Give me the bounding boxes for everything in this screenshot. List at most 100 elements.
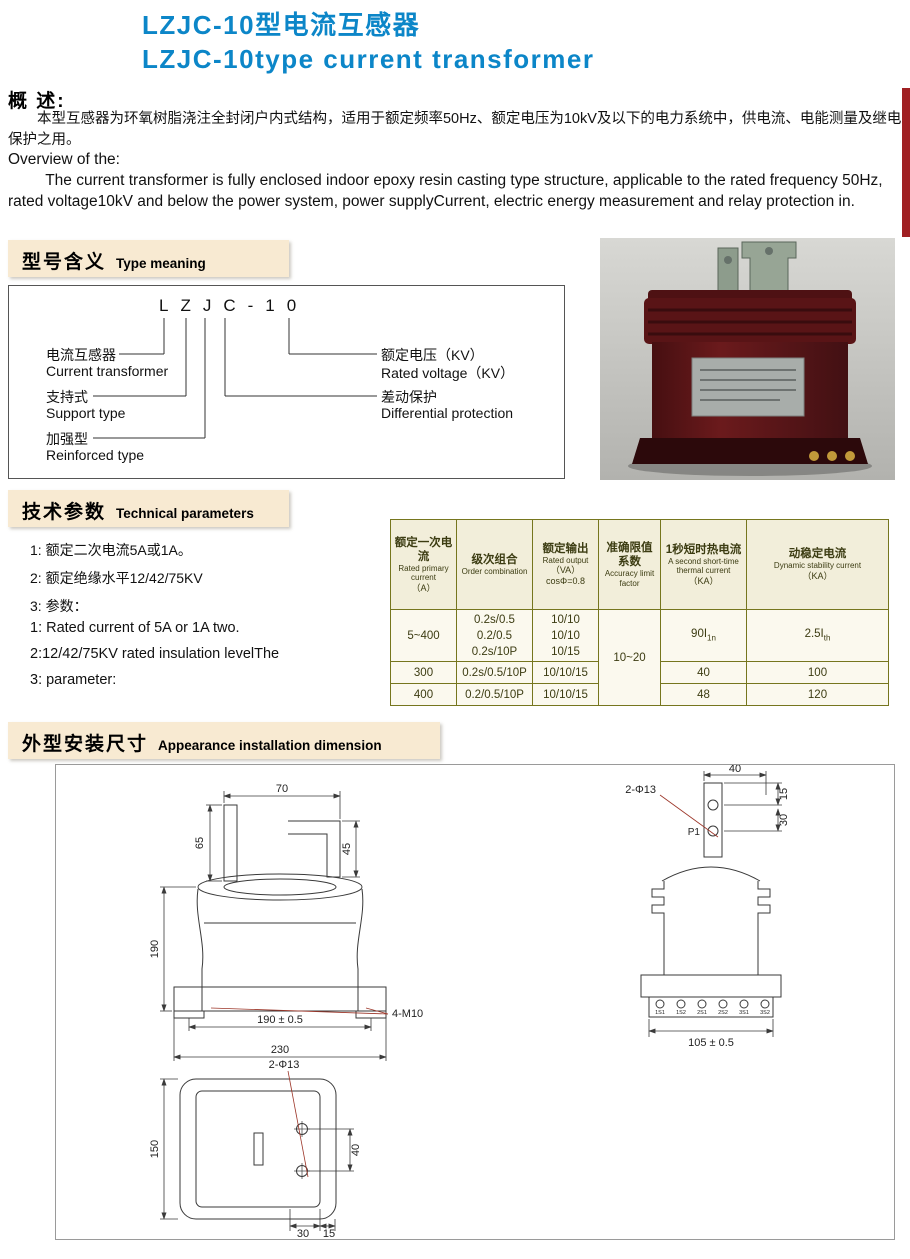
label-rated-voltage-zh: 额定电压（KV） — [381, 347, 484, 363]
terminal-label-1s2: 1S2 — [676, 1010, 686, 1016]
cell-thermal-current: 48 — [660, 683, 747, 706]
page-title: LZJC-10型电流互感器 LZJC-10type current transf… — [142, 8, 595, 76]
overview-body-en: The current transformer is fully enclose… — [8, 172, 883, 210]
cell-order-combinations: 0.2s/0.5 0.2/0.5 0.2s/10P — [456, 609, 533, 662]
note-en-2: 2:12/42/75KV rated insulation levelThe — [30, 646, 280, 662]
terminal-label-3s2: 3S2 — [760, 1010, 770, 1016]
model-designation: LZJC-10 — [159, 296, 309, 315]
note-zh-2: 2: 额定绝缘水平12/42/75KV — [30, 570, 203, 586]
accent-bar — [902, 88, 910, 237]
section-header-technical-parameters: 技术参数 Technical parameters — [8, 490, 289, 527]
cell-primary-current: 5~400 — [390, 609, 457, 662]
product-photo — [600, 238, 895, 480]
side-view-dimension-labels: 40 15 30 2-Φ13 P1 105 ± 0.5 1S1 1S2 2S1 … — [625, 765, 790, 1049]
overview-body-zh: 本型互感器为环氧树脂浇注全封闭户内式结构，适用于额定频率50Hz、额定电压为10… — [8, 111, 902, 148]
label-current-transformer-en: Current transformer — [46, 363, 169, 379]
side-top-width-dim: 40 — [729, 765, 741, 775]
front-right-bar-height-dim: 45 — [341, 843, 353, 855]
terminal-label-3s1: 3S1 — [739, 1010, 749, 1016]
technical-parameters-table: 额定一次电流 Rated primary current （A） 级次组合 Or… — [390, 519, 889, 706]
col-header-thermal-current: 1秒短时热电流 A second short-time thermal curr… — [660, 519, 747, 610]
table-row-300: 300 0.2s/0.5/10P 10/10/15 40 100 — [390, 661, 889, 684]
front-base-width-dim: 230 — [271, 1044, 289, 1056]
overview-heading-en: Overview of the: — [8, 151, 120, 168]
front-mounting-screw-callout: 4-M10 — [392, 1008, 423, 1020]
type-meaning-connector-lines — [93, 318, 377, 439]
col-header-order-combination: 级次组合 Order combination — [456, 519, 533, 610]
terminal-label-2s1: 2S1 — [697, 1010, 707, 1016]
front-hole-span-dim: 190 ± 0.5 — [257, 1014, 303, 1026]
transformer-photo-illustration — [600, 238, 895, 480]
side-upper-height-dim: 15 — [778, 788, 790, 800]
label-differential-protection-en: Differential protection — [381, 405, 514, 421]
note-zh-3: 3: 参数： — [30, 598, 88, 614]
installation-drawings-box: 70 65 45 190 190 ± 0.5 230 4-M10 — [55, 764, 895, 1240]
technical-notes-en: 1: Rated current of 5A or 1A two. 2:12/4… — [30, 620, 279, 698]
plan-view-outline — [179, 1078, 337, 1220]
installation-drawings: 70 65 45 190 190 ± 0.5 230 4-M10 — [149, 765, 790, 1239]
cell-rated-output: 10/10/15 — [532, 683, 599, 706]
col-header-rated-output: 额定输出 Rated output （VA） cosΦ=0.8 — [532, 519, 599, 610]
note-en-3: 3: parameter: — [30, 672, 117, 688]
plan-view-dimension-lines — [160, 1070, 354, 1231]
plan-height-dim: 150 — [149, 1140, 161, 1158]
overview-heading-zh: 概 述: — [8, 91, 66, 112]
section-header-installation-dimension: 外型安装尺寸 Appearance installation dimension — [8, 722, 440, 759]
cell-primary-current: 400 — [390, 683, 457, 706]
cell-primary-current: 300 — [390, 661, 457, 684]
note-en-1: 1: Rated current of 5A or 1A two. — [30, 620, 240, 636]
cell-dynamic-current: 2.5Ith — [746, 609, 889, 662]
section-title-zh: 技术参数 — [22, 502, 107, 523]
plan-bottom-dim-30: 30 — [297, 1228, 309, 1239]
plan-hole-callout: 2-Φ13 — [269, 1059, 300, 1071]
cell-accuracy-limit-factor: 10~20 — [598, 609, 661, 706]
side-view-outline — [640, 782, 782, 1018]
cell-dynamic-current: 120 — [746, 683, 889, 706]
plan-view-dimension-labels: 150 40 2-Φ13 30 15 — [149, 1059, 362, 1239]
front-left-bar-height-dim: 65 — [194, 837, 206, 849]
section-title-en: Type meaning — [116, 256, 206, 271]
label-reinforced-type-zh: 加强型 — [46, 431, 88, 447]
cell-order-combination: 0.2/0.5/10P — [456, 683, 533, 706]
front-view-dimension-labels: 70 65 45 190 190 ± 0.5 230 4-M10 — [149, 783, 423, 1056]
cell-order-combination: 0.2s/0.5/10P — [456, 661, 533, 684]
side-view-dimension-lines — [648, 771, 782, 1037]
terminal-label-1s1: 1S1 — [655, 1010, 665, 1016]
side-hole-callout: 2-Φ13 — [625, 784, 656, 796]
terminal-label-2s2: 2S2 — [718, 1010, 728, 1016]
section-header-type-meaning: 型号含义 Type meaning — [8, 240, 289, 277]
terminal-p1-label: P1 — [688, 827, 701, 838]
table-row-group-5-400: 5~400 0.2s/0.5 0.2/0.5 0.2s/10P 10/10 10… — [390, 609, 889, 706]
table-row-400: 400 0.2/0.5/10P 10/10/15 48 120 — [390, 683, 889, 706]
col-header-rated-primary-current: 额定一次电流 Rated primary current （A） — [390, 519, 457, 610]
cell-dynamic-current: 100 — [746, 661, 889, 684]
page-title-zh: LZJC-10型电流互感器 — [142, 10, 421, 40]
side-base-width-dim: 105 ± 0.5 — [688, 1037, 734, 1049]
section-title-zh: 型号含义 — [22, 252, 107, 273]
technical-notes-zh: 1: 额定二次电流5A或1A。 2: 额定绝缘水平12/42/75KV 3: 参… — [30, 540, 203, 624]
label-support-type-en: Support type — [46, 405, 126, 421]
cell-rated-output: 10/10/15 — [532, 661, 599, 684]
label-support-type-zh: 支持式 — [46, 389, 88, 405]
front-top-width-dim: 70 — [276, 783, 288, 795]
col-header-dynamic-stability-current: 动稳定电流 Dynamic stability current （KA） — [746, 519, 889, 610]
cell-thermal-current: 40 — [660, 661, 747, 684]
section-title-en: Technical parameters — [116, 506, 254, 521]
section-title-en: Appearance installation dimension — [158, 738, 382, 753]
type-meaning-diagram: LZJC-10 电流互感器 Current transformer 支持式 Su… — [8, 285, 565, 479]
front-body-height-dim: 190 — [149, 940, 161, 958]
plan-bottom-dim-15: 15 — [323, 1228, 335, 1239]
cell-thermal-current: 90I1n — [660, 609, 747, 662]
col-header-accuracy-limit-factor: 准确限值系数 Accuracy limit factor — [598, 519, 661, 610]
section-title-zh: 外型安装尺寸 — [22, 734, 149, 755]
page-title-en: LZJC-10type current transformer — [142, 44, 595, 74]
table-header-row: 额定一次电流 Rated primary current （A） 级次组合 Or… — [390, 519, 889, 610]
label-reinforced-type-en: Reinforced type — [46, 447, 145, 463]
label-rated-voltage-en: Rated voltage（KV） — [381, 365, 515, 381]
front-view-dimension-lines — [160, 791, 389, 1061]
note-zh-1: 1: 额定二次电流5A或1A。 — [30, 542, 192, 558]
cell-rated-outputs: 10/10 10/10 10/15 — [532, 609, 599, 662]
front-view-outline — [173, 804, 387, 1019]
label-differential-protection-zh: 差动保护 — [381, 389, 437, 405]
